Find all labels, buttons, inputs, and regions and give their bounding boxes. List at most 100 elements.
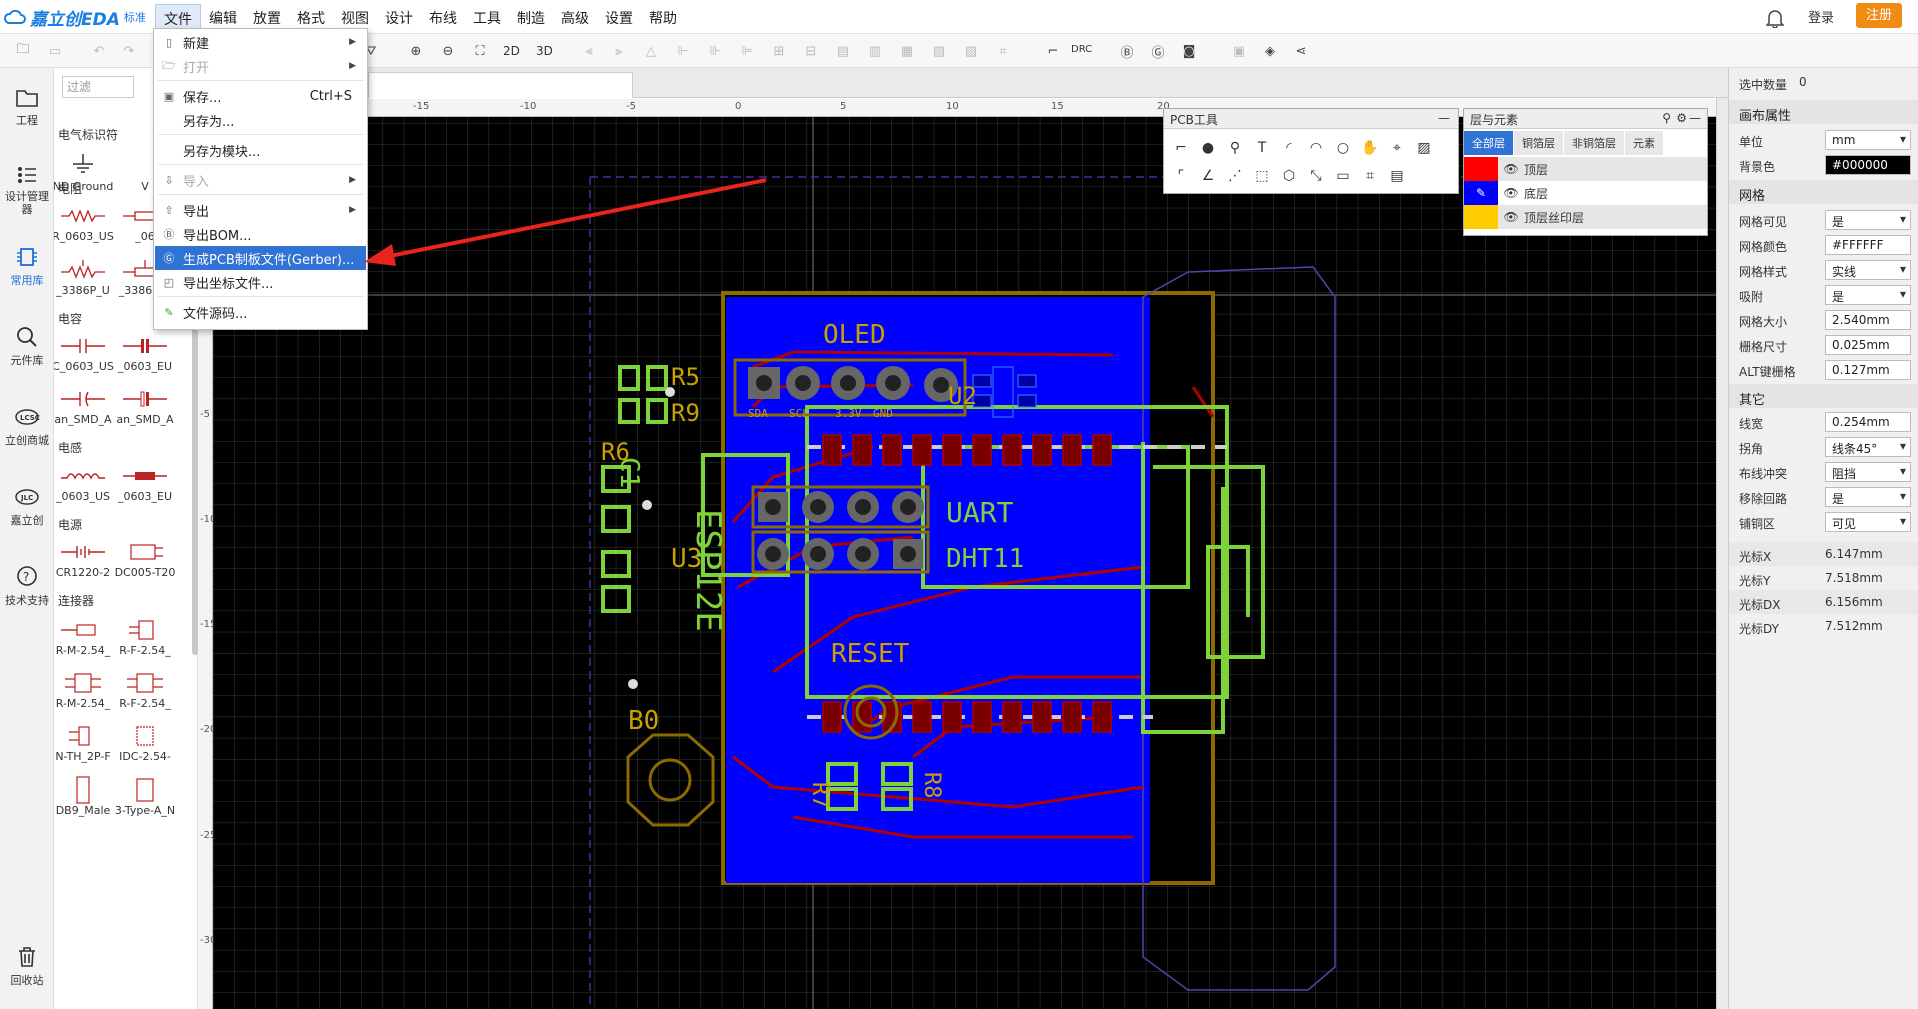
arc2-tool-icon[interactable]: ◠: [1309, 140, 1323, 156]
layer-row-top-silk[interactable]: 👁 顶层丝印层: [1464, 205, 1707, 229]
bell-icon[interactable]: [1766, 8, 1784, 28]
section-canvas-properties[interactable]: 画布属性: [1729, 100, 1918, 124]
pointer-icon[interactable]: ⛛: [365, 43, 377, 59]
lib-item-header-f-1[interactable]: R-F-2.54_: [112, 616, 178, 657]
menu-fabrication[interactable]: 制造: [517, 11, 545, 27]
measure-tool-icon[interactable]: ⤡: [1310, 168, 1322, 184]
pour-tool-icon[interactable]: ⬚: [1255, 168, 1269, 184]
lib-item-db9[interactable]: DB9_Male: [54, 776, 116, 817]
menu-item-save[interactable]: ▣ 保存... Ctrl+S: [155, 84, 366, 108]
menu-item-save-as[interactable]: 另存为...: [183, 114, 235, 130]
folder-icon[interactable]: 🗀: [16, 42, 30, 57]
lib-item-header-f-2[interactable]: R-F-2.54_: [112, 669, 178, 710]
arc-tool-icon[interactable]: ◜: [1286, 140, 1292, 156]
remove-loop-select[interactable]: 是: [1825, 487, 1911, 507]
menu-item-export-coordinates[interactable]: ◰ 导出坐标文件...: [155, 270, 366, 294]
image-tool-icon[interactable]: ▨: [1417, 140, 1431, 156]
menu-advanced[interactable]: 高级: [561, 11, 589, 27]
pad-tool-icon[interactable]: ●: [1201, 140, 1215, 156]
menu-item-open[interactable]: 🗁 打开 ▶: [162, 58, 356, 76]
eye-icon[interactable]: 👁: [1503, 162, 1519, 176]
nav-lcsc-mall[interactable]: LCSC 立创商城: [0, 404, 54, 448]
pour-select[interactable]: 可见: [1825, 512, 1911, 532]
lib-item-idc[interactable]: IDC-2.54-: [112, 722, 178, 763]
tab-all-layers[interactable]: 全部层: [1464, 131, 1514, 155]
distribute-v-icon[interactable]: ⊟: [805, 43, 817, 59]
lib-item-inductor-us[interactable]: _0603_US: [54, 462, 116, 503]
center-icon[interactable]: ⌗: [999, 43, 1007, 59]
lib-item-tant-2[interactable]: an_SMD_A: [112, 385, 178, 426]
lib-item-battery[interactable]: CR1220-2: [54, 538, 116, 579]
text-tool-icon[interactable]: T: [1257, 140, 1267, 156]
board-b-icon[interactable]: Ⓑ: [1120, 45, 1134, 61]
drc-button[interactable]: DRC: [1071, 44, 1093, 55]
cross-tool-icon[interactable]: ⌖: [1393, 140, 1401, 156]
zoom-in-icon[interactable]: ⊕: [410, 43, 422, 59]
menu-tools[interactable]: 工具: [473, 11, 501, 27]
eye-icon[interactable]: 👁: [1503, 186, 1519, 200]
menu-route[interactable]: 布线: [429, 11, 457, 27]
circle-tool-icon[interactable]: ○: [1336, 140, 1350, 156]
nav-tech-support[interactable]: ? 技术支持: [0, 564, 54, 608]
snap-icon[interactable]: ▨: [964, 43, 978, 59]
lib-item-vcc[interactable]: V: [141, 180, 149, 193]
nav-component-library[interactable]: 元件库: [0, 324, 54, 368]
lib-item-header-m-2[interactable]: R-M-2.54_: [54, 669, 116, 710]
lib-item-pot-us[interactable]: _3386P_U: [54, 256, 116, 297]
align-bottom-icon[interactable]: ⊫: [741, 43, 753, 59]
align-right-icon[interactable]: △: [646, 43, 656, 59]
grid-style-select[interactable]: 实线: [1825, 260, 1911, 280]
menu-format[interactable]: 格式: [297, 11, 325, 27]
lib-item-header-m-1[interactable]: R-M-2.54_: [54, 616, 116, 657]
login-link[interactable]: 登录: [1808, 11, 1835, 26]
corner-select[interactable]: 线条45°: [1825, 437, 1911, 457]
menu-item-import[interactable]: ⇩ 导入 ▶: [155, 168, 366, 192]
rect-tool-icon[interactable]: ▭: [1336, 168, 1350, 184]
lib-item-inductor-eu[interactable]: _0603_EU: [112, 462, 178, 503]
grid-align-icon[interactable]: ▦: [900, 43, 914, 59]
minimize-icon[interactable]: —: [1689, 111, 1701, 125]
save-icon[interactable]: ▭: [48, 43, 62, 59]
eye-icon[interactable]: 👁: [1503, 210, 1519, 224]
pcb-canvas[interactable]: OLED U2 U3 B0 R5 R9 R6 R7 R8 SDA SCL 3.3…: [213, 117, 1728, 1009]
fit-view-icon[interactable]: ⛶: [475, 43, 485, 59]
layer-row-bottom[interactable]: ✎ 👁 底层: [1464, 181, 1707, 205]
align-top-icon[interactable]: ⊩: [677, 43, 689, 59]
snap-select[interactable]: 是: [1825, 285, 1911, 305]
dimension-tool-icon[interactable]: ⌜: [1177, 168, 1185, 184]
lib-item-gnd[interactable]: ND Ground: [54, 152, 116, 193]
lib-item-tant-1[interactable]: an_SMD_A: [54, 385, 116, 426]
layer-row-top[interactable]: 👁 顶层: [1464, 157, 1707, 181]
lib-item-terminal[interactable]: N-TH_2P-F: [54, 722, 116, 763]
distance-icon[interactable]: ▧: [932, 43, 946, 59]
tab-elements[interactable]: 元素: [1625, 131, 1664, 155]
origin-tool-icon[interactable]: ⌗: [1366, 168, 1374, 184]
angle-tool-icon[interactable]: ∠: [1201, 168, 1215, 184]
image-icon[interactable]: ▣: [1232, 43, 1246, 59]
track-tool-icon[interactable]: ⌐: [1175, 140, 1187, 156]
region-tool-icon[interactable]: ⬡: [1282, 168, 1296, 184]
nav-recycle-bin[interactable]: 回收站: [0, 944, 54, 988]
alt-step-input[interactable]: 0.127mm: [1825, 360, 1911, 380]
menu-item-export-bom[interactable]: Ⓑ 导出BOM...: [155, 222, 366, 246]
distribute-h-icon[interactable]: ⊞: [773, 43, 785, 59]
library-scrollbar[interactable]: [192, 75, 198, 655]
line-width-input[interactable]: 0.254mm: [1825, 412, 1911, 432]
menu-item-generate-gerber[interactable]: Ⓖ 生成PCB制板文件(Gerber)...: [155, 246, 366, 270]
lib-item-resistor-us[interactable]: R_0603_US: [54, 202, 116, 243]
conflict-select[interactable]: 阻挡: [1825, 462, 1911, 482]
menu-settings[interactable]: 设置: [605, 11, 633, 27]
board-g-icon[interactable]: Ⓖ: [1151, 45, 1165, 61]
menu-item-file-source[interactable]: ✎ 文件源码...: [155, 300, 366, 324]
section-other[interactable]: 其它: [1729, 384, 1918, 408]
bg-color-input[interactable]: #000000: [1825, 155, 1911, 175]
photo-tool-icon[interactable]: ▤: [1390, 168, 1404, 184]
undo-icon[interactable]: ↶: [93, 43, 105, 59]
menu-view[interactable]: 视图: [341, 11, 369, 27]
share-icon[interactable]: ⋖: [1295, 43, 1307, 59]
view-2d-button[interactable]: 2D: [503, 44, 520, 58]
menu-edit[interactable]: 编辑: [209, 11, 237, 27]
connect-tool-icon[interactable]: ⋰: [1228, 168, 1242, 184]
menu-item-save-as-module[interactable]: 另存为模块...: [183, 144, 261, 160]
layers-icon[interactable]: ◈: [1265, 43, 1275, 59]
